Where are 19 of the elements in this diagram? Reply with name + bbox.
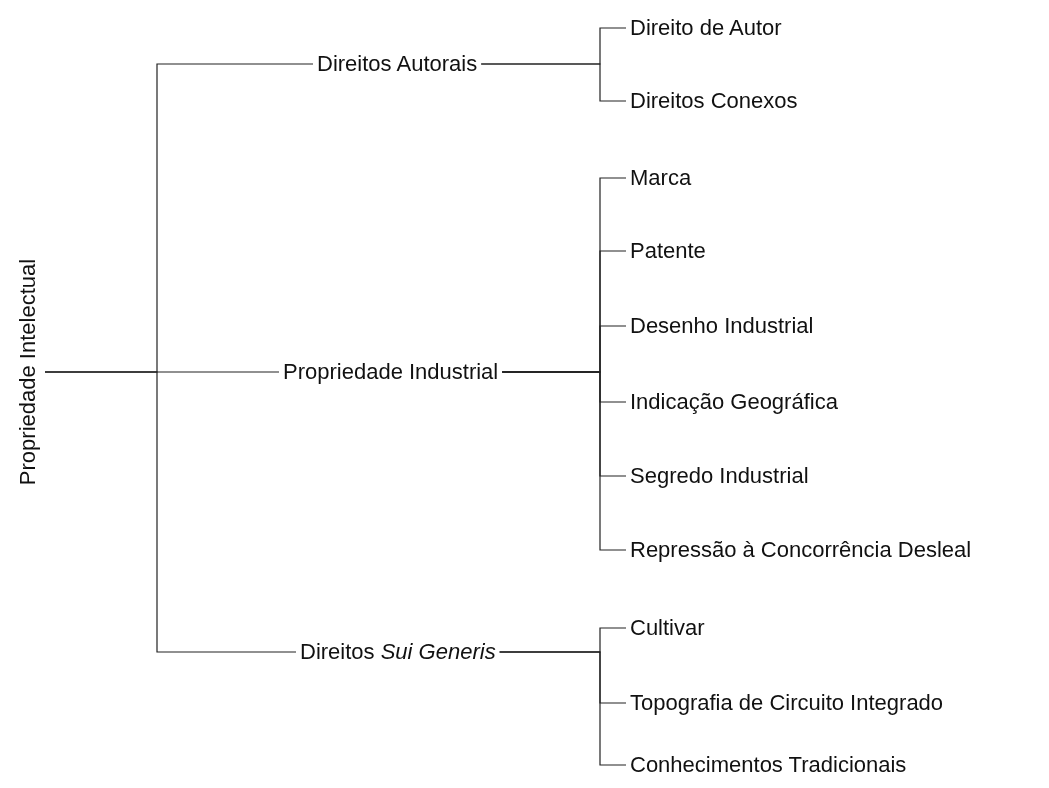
node-label: Patente	[630, 238, 706, 264]
tree-connector-line	[480, 63, 627, 102]
tree-connector-line	[501, 371, 627, 551]
node-label: Direitos Sui Generis	[300, 639, 496, 665]
node-label: Conhecimentos Tradicionais	[630, 752, 907, 778]
node-label: Direitos Autorais	[317, 51, 478, 77]
tree-connector-line	[44, 371, 297, 653]
node-label: Direitos Conexos	[630, 88, 798, 114]
node-label: Repressão à Concorrência Desleal	[630, 537, 972, 563]
node-label: Propriedade Intelectual	[15, 258, 41, 486]
node-label: Desenho Industrial	[630, 313, 814, 339]
node-label: Segredo Industrial	[630, 463, 809, 489]
node-label: Topografia de Circuito Integrado	[630, 690, 944, 716]
node-label: Marca	[630, 165, 692, 191]
node-label: Cultivar	[630, 615, 705, 641]
tree-connector-line	[499, 651, 627, 766]
node-label: Direito de Autor	[630, 15, 782, 41]
node-label: Indicação Geográfica	[630, 389, 838, 415]
node-label: Propriedade Industrial	[283, 359, 499, 385]
